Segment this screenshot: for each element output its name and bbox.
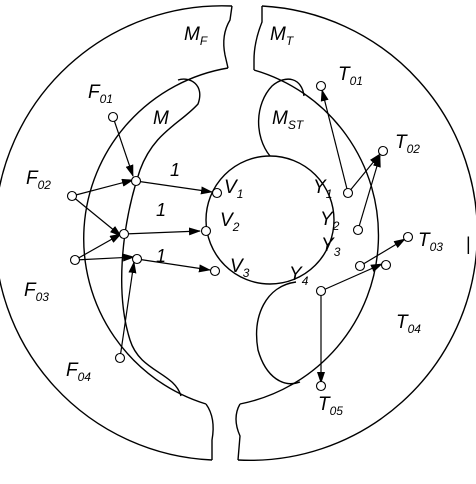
lower-right-lobe (256, 281, 301, 385)
label-y4: Y4 (289, 264, 309, 288)
node-y4 (315, 285, 327, 297)
label-m: M (153, 108, 169, 129)
label-y2: Y2 (320, 209, 340, 233)
node-m-b (118, 228, 130, 240)
node-y2 (352, 224, 364, 236)
edge-f03-b (74, 253, 135, 262)
node-f04 (114, 352, 126, 364)
node-t01 (315, 80, 327, 92)
edge-f04-a (119, 261, 137, 359)
edge-y3-t03 (359, 238, 406, 267)
label-y1: Y1 (313, 177, 332, 201)
m-region-boundary (121, 78, 201, 397)
nodes (66, 80, 414, 392)
inner-ring-left-arc (83, 67, 229, 405)
edge-y4-t04 (320, 263, 383, 292)
node-y1 (342, 187, 354, 199)
label-f03: F03 (24, 280, 49, 304)
right-edge-mark: | (466, 234, 471, 254)
edge-y1-t01 (320, 89, 349, 194)
outer-ring-right-arc (237, 5, 476, 462)
label-f01: F01 (88, 82, 113, 106)
edges (71, 89, 406, 384)
outer-ring-left-arc (0, 5, 233, 461)
edge-to-v1 (135, 180, 213, 195)
right-gap-edge-bottom (235, 403, 241, 461)
label-t03: T03 (418, 230, 443, 254)
node-v1 (211, 187, 223, 199)
left-gap-edge-top (223, 5, 233, 69)
label-v1: V1 (224, 177, 243, 201)
node-t04 (380, 259, 392, 271)
mst-lobe (257, 78, 305, 157)
edge-y2-t02 (357, 155, 381, 231)
label-v3: V3 (230, 256, 250, 280)
label-t04: T04 (396, 312, 421, 336)
node-m-a (130, 175, 142, 187)
edge-f02-a (71, 178, 134, 197)
edge-weight-2: 1 (156, 200, 166, 220)
node-m-c (131, 253, 143, 265)
label-t05: T05 (318, 394, 343, 418)
edge-weight-1: 1 (170, 160, 180, 180)
label-mf: MF (184, 24, 208, 48)
edge-f02-b (71, 195, 122, 237)
node-v3 (209, 265, 221, 277)
edge-weight-3: 1 (156, 246, 166, 266)
edge-f01-a (112, 116, 134, 177)
label-v2: V2 (220, 210, 240, 234)
edge-to-v3 (136, 258, 211, 273)
label-mst: MST (272, 108, 305, 132)
label-t02: T02 (395, 132, 420, 156)
node-t03 (402, 231, 414, 243)
node-v2 (200, 225, 212, 237)
edge-to-v2 (123, 227, 201, 236)
label-f02: F02 (26, 168, 51, 192)
node-t05 (315, 380, 327, 392)
label-f04: F04 (66, 360, 91, 384)
node-t02 (377, 145, 389, 157)
label-y3: Y3 (321, 235, 341, 259)
edge-f03-a (74, 233, 122, 261)
inner-ring-right-arc (239, 69, 380, 405)
node-f02 (66, 190, 78, 202)
node-f01 (107, 111, 119, 123)
left-gap-edge-bottom (205, 403, 214, 460)
right-gap-edge-top (253, 6, 263, 70)
label-mt: MT (270, 24, 295, 48)
node-f03 (69, 254, 81, 266)
labels: MF MT M MST F01 F02 F03 F04 V1 V2 V3 Y1 … (24, 24, 471, 418)
node-y3 (354, 260, 366, 272)
label-t01: T01 (338, 64, 363, 88)
